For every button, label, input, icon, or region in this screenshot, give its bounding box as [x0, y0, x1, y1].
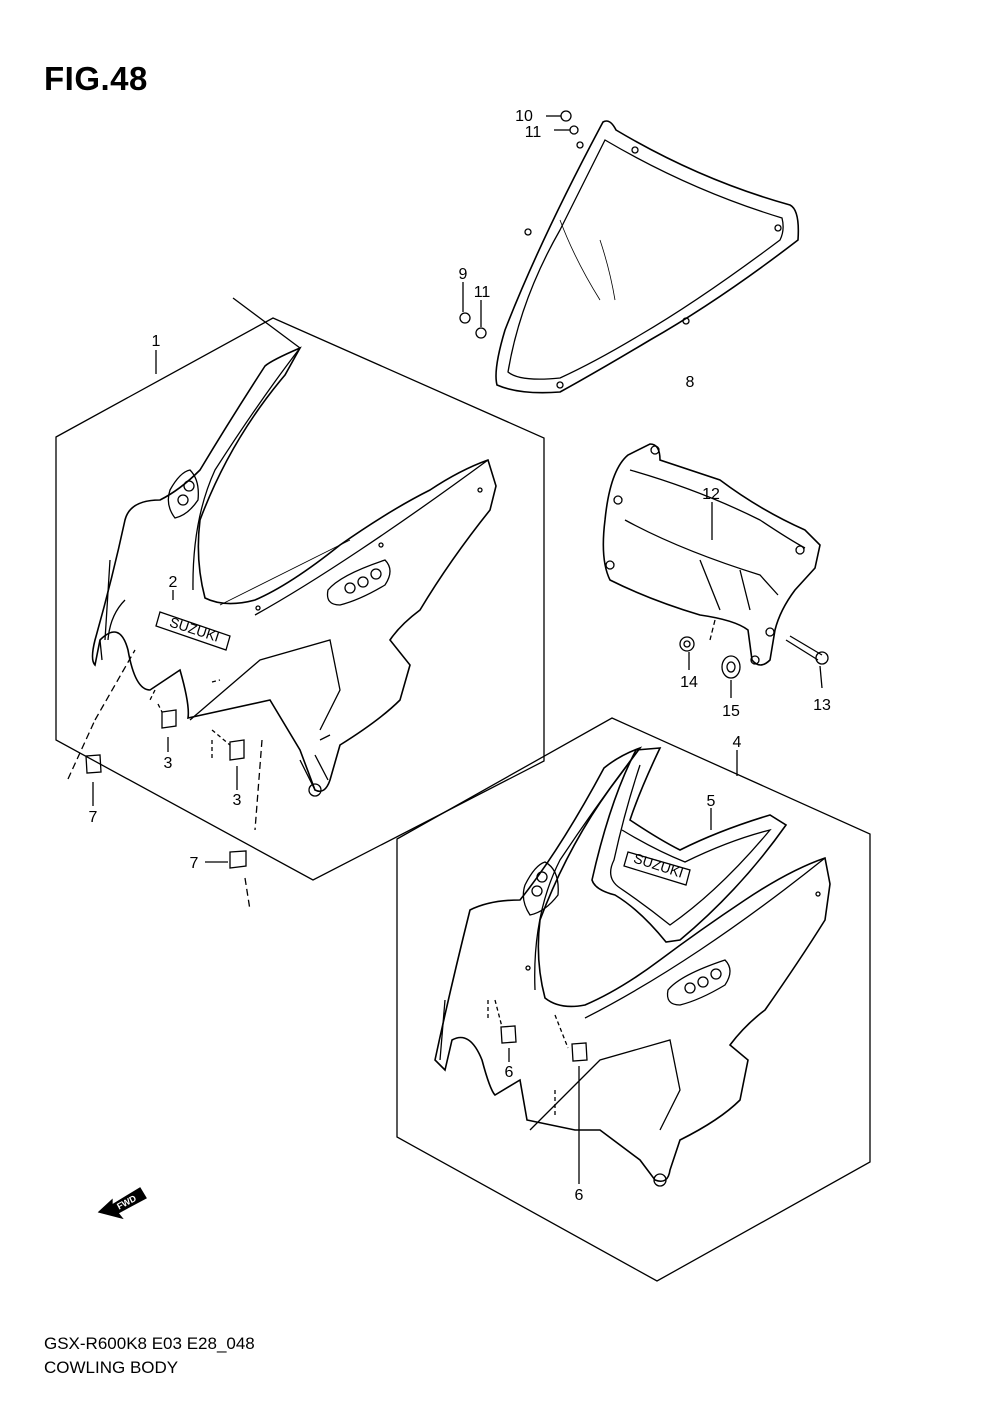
callout-15: 15 — [722, 703, 740, 720]
diagram-title: COWLING BODY — [44, 1358, 179, 1377]
washer-11-lower[interactable] — [475, 300, 487, 339]
cowling-bracket-part[interactable] — [602, 443, 821, 666]
cowling-box-1 — [55, 297, 545, 881]
callout-4: 4 — [733, 734, 742, 751]
upper-suzuki-decal-text: SUZUKI — [168, 614, 222, 645]
lower-suzuki-decal-part[interactable]: SUZUKI — [591, 747, 788, 943]
upper-cowling-part[interactable] — [91, 346, 497, 797]
callout-11a: 11 — [525, 124, 542, 141]
screw-9[interactable] — [459, 282, 471, 324]
callout-3a: 3 — [164, 755, 173, 772]
pad-6-left[interactable] — [487, 999, 517, 1062]
bolt-13[interactable] — [785, 635, 829, 689]
screw-10[interactable] — [546, 110, 572, 122]
callout-6b: 6 — [575, 1187, 584, 1204]
callout-5: 5 — [707, 793, 716, 810]
nut-14[interactable] — [679, 636, 695, 670]
callout-labels: 1 2 3 3 4 5 6 6 7 7 8 9 10 11 11 12 13 1… — [89, 108, 831, 1204]
callout-14: 14 — [680, 674, 698, 691]
callout-7a: 7 — [89, 809, 98, 826]
callout-7b: 7 — [190, 855, 199, 872]
callout-10: 10 — [515, 108, 533, 125]
callout-13: 13 — [813, 697, 831, 714]
forward-direction-arrow: FWD — [97, 1187, 147, 1220]
callout-1: 1 — [152, 333, 161, 350]
windscreen-part[interactable] — [495, 120, 800, 394]
callout-6a: 6 — [505, 1064, 514, 1081]
callout-8: 8 — [686, 374, 695, 391]
callout-2: 2 — [169, 574, 178, 591]
model-code: GSX-R600K8 E03 E28_048 — [44, 1334, 255, 1353]
lower-cowling-part[interactable] — [434, 746, 831, 1187]
pad-7-left[interactable] — [67, 649, 136, 806]
pad-7-right[interactable] — [205, 739, 263, 911]
cowling-box-4 — [396, 717, 871, 1282]
callout-9: 9 — [459, 266, 468, 283]
washer-11-upper[interactable] — [554, 125, 579, 135]
upper-suzuki-decal[interactable]: SUZUKI — [155, 590, 231, 651]
pad-3-left[interactable] — [149, 689, 177, 752]
figure-title: FIG.48 — [44, 60, 148, 97]
pad-6-right[interactable] — [554, 1014, 588, 1184]
callout-12: 12 — [702, 486, 720, 503]
grommet-15[interactable] — [721, 655, 741, 698]
callout-11b: 11 — [474, 284, 491, 301]
callout-3b: 3 — [233, 792, 242, 809]
pad-3-right[interactable] — [211, 679, 245, 790]
